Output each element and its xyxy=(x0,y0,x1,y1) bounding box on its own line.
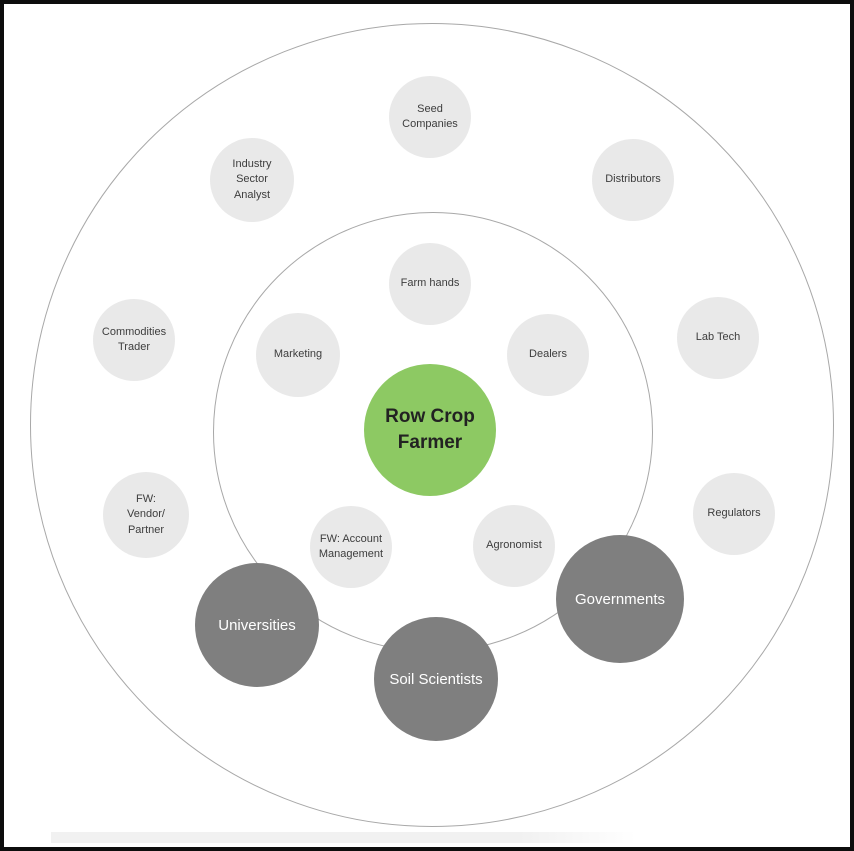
node-agronomist[interactable]: Agronomist xyxy=(473,505,555,587)
node-governments[interactable]: Governments xyxy=(556,535,684,663)
node-distributors[interactable]: Distributors xyxy=(592,139,674,221)
node-dealers[interactable]: Dealers xyxy=(507,314,589,396)
horizontal-scrollbar-track[interactable] xyxy=(51,832,636,843)
node-fw-account-management[interactable]: FW: Account Management xyxy=(310,506,392,588)
node-industry-sector-analyst[interactable]: Industry Sector Analyst xyxy=(210,138,294,222)
node-seed-companies[interactable]: Seed Companies xyxy=(389,76,471,158)
node-farm-hands[interactable]: Farm hands xyxy=(389,243,471,325)
node-marketing[interactable]: Marketing xyxy=(256,313,340,397)
node-regulators[interactable]: Regulators xyxy=(693,473,775,555)
node-fw-vendor-partner[interactable]: FW: Vendor/ Partner xyxy=(103,472,189,558)
node-lab-tech[interactable]: Lab Tech xyxy=(677,297,759,379)
node-universities[interactable]: Universities xyxy=(195,563,319,687)
node-soil-scientists[interactable]: Soil Scientists xyxy=(374,617,498,741)
node-row-crop-farmer[interactable]: Row Crop Farmer xyxy=(364,364,496,496)
node-commodities-trader[interactable]: Commodities Trader xyxy=(93,299,175,381)
outer-ring xyxy=(30,23,834,827)
